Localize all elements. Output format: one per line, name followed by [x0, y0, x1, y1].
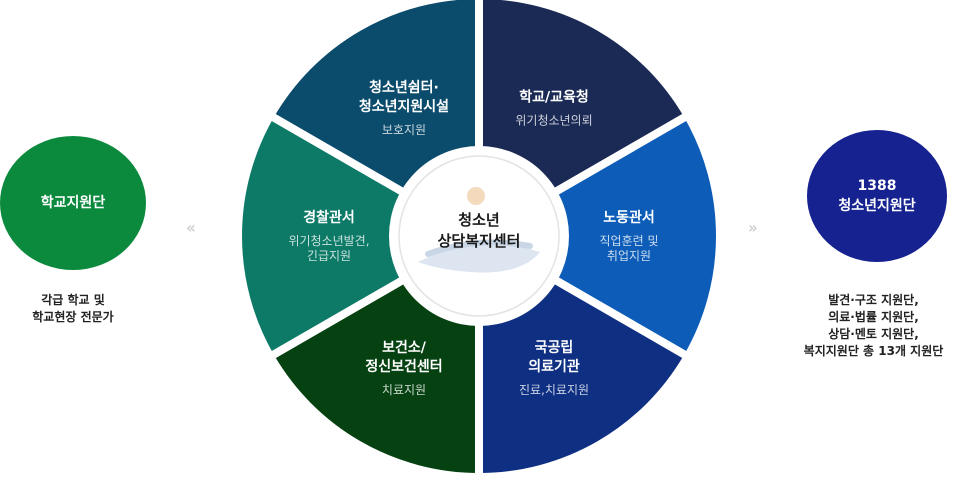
segment-title: 정신보건센터	[365, 358, 442, 375]
school-support-team-description: 각급 학교 및 학교현장 전문가	[0, 292, 146, 326]
segment-subtitle: 치료지원	[382, 383, 426, 397]
segment-subtitle: 위기청소년의뢰	[515, 114, 592, 128]
segment-title: 국공립	[535, 340, 574, 356]
left-desc-line: 각급 학교 및	[41, 293, 105, 307]
support-team-1388-circle: 1388 청소년지원단	[807, 130, 947, 262]
chevron-right-icon: »	[748, 218, 757, 237]
center-title-line1: 청소년	[458, 211, 499, 229]
segment-police-office	[234, 111, 483, 361]
segment-labor-office	[475, 111, 724, 361]
center-hub: 청소년 상담복지센터	[389, 146, 569, 326]
chevron-left-icon: «	[186, 218, 195, 237]
right-desc-line: 의료·법률 지원단,	[828, 310, 919, 324]
segment-subtitle: 진료,치료지원	[519, 383, 589, 397]
segment-title: 청소년쉼터·	[369, 80, 439, 96]
segment-subtitle: 긴급지원	[307, 249, 351, 263]
center-ring-inner	[398, 155, 560, 317]
segment-title: 청소년지원시설	[359, 99, 449, 115]
school-support-team-label: 학교지원단	[40, 195, 106, 211]
right-desc-line: 발견·구조 지원단,	[828, 293, 919, 307]
segment-title: 의료기관	[528, 358, 580, 375]
segment-title: 학교/교육청	[519, 90, 589, 106]
support-team-1388-label: 청소년지원단	[838, 198, 916, 214]
support-team-1388-description: 발견·구조 지원단, 의료·법률 지원단, 상담·멘토 지원단, 복지지원단 총…	[790, 292, 957, 360]
right-desc-line: 복지지원단 총 13개 지원단	[803, 344, 944, 358]
left-desc-line: 학교현장 전문가	[32, 310, 114, 324]
segment-title: 경찰관서	[303, 209, 355, 226]
segment-subtitle: 취업지원	[607, 249, 651, 263]
center-logo-icon	[418, 187, 540, 273]
segment-subtitle: 보호지원	[382, 123, 426, 137]
segment-subtitle: 위기청소년발견,	[288, 234, 369, 248]
right-desc-line: 상담·멘토 지원단,	[828, 327, 919, 341]
segment-title: 노동관서	[603, 209, 655, 226]
segment-title: 보건소/	[382, 339, 427, 356]
support-team-1388-number: 1388	[857, 178, 897, 194]
school-support-team-circle: 학교지원단	[0, 136, 146, 270]
center-title-line2: 상담복지센터	[438, 232, 521, 250]
segment-subtitle: 직업훈련 및	[599, 234, 658, 248]
